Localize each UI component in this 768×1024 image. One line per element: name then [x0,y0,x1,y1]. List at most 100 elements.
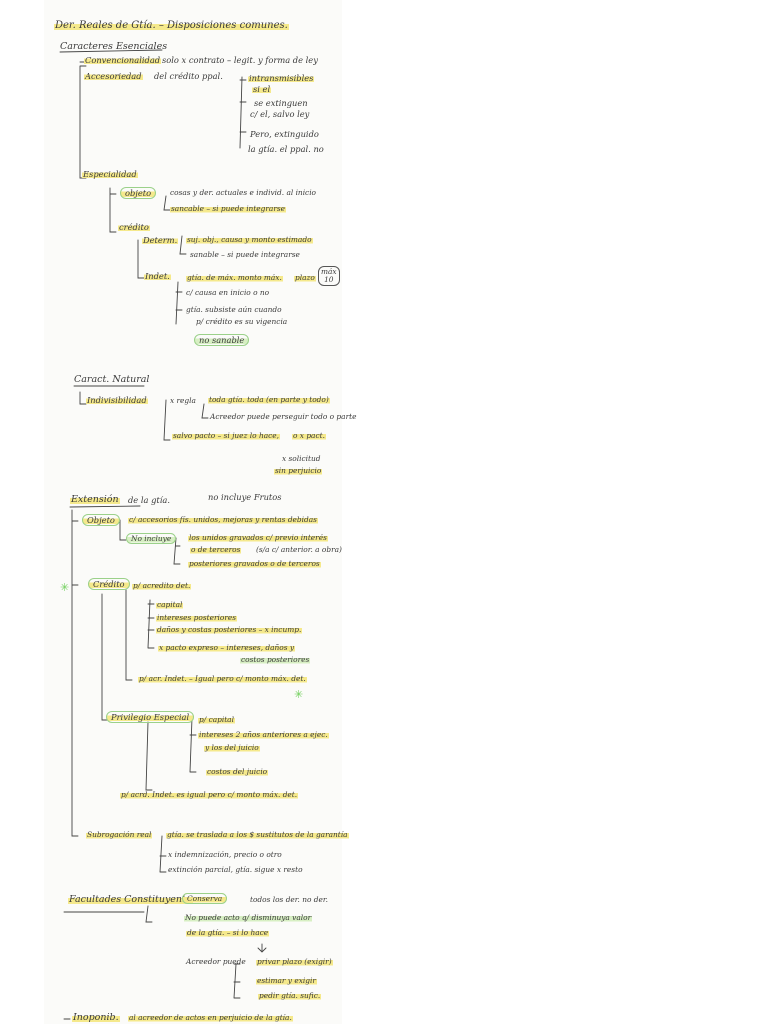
subrog-sub2: extinción parcial, gtía. sigue x resto [168,865,303,874]
privilegio-especial: Privilegio Especial [106,711,195,723]
x-solicitud: x solicitud [282,454,321,463]
no-incluye-paren: (s/a c/ anterior. a obra) [256,545,342,554]
priv-capital: p/ capital [198,715,235,724]
page-title-text: Der. Reales de Gtía. – Disposiciones com… [54,20,289,31]
acreedor-pedir-text: pedir gtía. sufic. [258,991,322,1000]
objeto-sub-text: sancable – si puede integrarse [170,204,287,213]
determ-desc-text: suj. obj., causa y monto estimado [186,235,313,244]
acred-det: p/ acredito det. [132,581,192,590]
extension-heading-tail: de la gtía. [128,495,170,505]
indet-label: Indet. [144,271,171,281]
objeto-desc: cosas y der. actuales e individ. al inic… [170,188,317,197]
priv-intereses: intereses 2 años anteriores a ejec. [198,730,329,739]
caracteres-esenciales-heading: Caracteres Esenciales [60,41,168,52]
subrogacion-real-text: Subrogación real [86,830,153,839]
indet-plazo-text: plazo [294,273,316,282]
indet-desc: gtía. de máx. monto máx. [186,273,283,282]
no-sanable: no sanable [194,334,250,346]
inoponib-desc-text: al acreedor de actos en perjuicio de la … [128,1013,293,1022]
accesoriedad-sub2b: c/ el, salvo ley [250,109,310,119]
accesoriedad-sub1b-text: si el [252,84,272,94]
conserva-desc: todos los der. no der. [250,895,328,904]
determ-text: Determ. [142,235,179,245]
credito-danos-text: daños y costas posteriores – x incump. [156,625,303,634]
determ-label: Determ. [142,235,179,245]
priv-intereses-text: intereses 2 años anteriores a ejec. [198,730,329,739]
facultades-heading-text: Facultades Constituyente [68,894,193,905]
priv-costos-text: costos del juicio [206,767,269,776]
especialidad-label: Especialidad [82,169,138,179]
no-incluye-desc2: o de terceros [190,545,242,554]
plazo-max: máx [321,267,337,276]
no-incluye-sub: posteriores gravados o de terceros [188,559,321,568]
acreedor-estimar: estimar y exigir [256,976,317,985]
no-sanable-text: no sanable [194,334,250,346]
especialidad-credito: crédito [118,222,150,232]
acreedor-puede: Acreedor puede [186,957,246,966]
privilegio-especial-text: Privilegio Especial [106,711,195,723]
sin-perjuicio-text: sin perjuicio [274,466,323,475]
indet-sub1: c/ causa en inicio o no [186,288,270,297]
especialidad-objeto-text: objeto [120,187,157,199]
convencionalidad-text: Convencionalidad [84,55,162,65]
indet-sub2: gtía. subsiste aún cuando [186,305,282,314]
salvo-pacto: salvo pacto – si juez lo hace, [172,431,280,440]
no-puede: No puede acto q/ disminuya valor [184,913,313,922]
convencionalidad-desc: solo x contrato – legit. y forma de ley [162,55,318,65]
extension-heading-text: Extensión [70,494,120,505]
conserva-label: Conserva [182,893,228,904]
accesoriedad-sub3: Pero, extinguido [250,129,319,139]
indet-desc-text: gtía. de máx. monto máx. [186,273,283,282]
priv-indet: p/ acrd. Indet. es igual pero c/ monto m… [120,790,299,799]
accesoriedad-sub3b: la gtía. el ppal. no [248,144,324,154]
indivisibilidad-label: Indivisibilidad [86,395,148,405]
caracter-natural-heading: Caract. Natural [74,374,150,385]
indet-plazo: plazo [294,273,316,282]
accesoriedad-text: Accesoriedad [84,71,143,81]
no-puede-text: No puede acto q/ disminuya valor [184,913,313,922]
plazo-num: 10 [324,275,334,285]
extension-heading: Extensión [70,494,120,505]
indet-text: Indet. [144,271,171,281]
salvo-tail: o x pact. [292,431,326,440]
extension-objeto-text: Objeto [82,514,120,526]
inoponib-desc: al acreedor de actos en perjuicio de la … [128,1013,293,1022]
credito-intereses-text: intereses posteriores [156,613,238,622]
no-incluye-desc-text: los unidos gravados c/ previo interés [188,533,328,542]
no-incluye-text: No incluye [126,533,177,544]
no-incluye-frutos: no incluye Frutos [208,492,282,502]
objeto-sub: sancable – si puede integrarse [170,204,287,213]
conserva-text: Conserva [182,893,228,904]
note-page: Der. Reales de Gtía. – Disposiciones com… [44,0,356,1024]
ink-layer [59,49,267,1020]
regla-sub: Acreedor puede perseguir todo o parte [210,412,357,421]
sin-perjuicio: sin perjuicio [274,466,323,475]
regla-desc-text: toda gtía. toda (en parte y todo) [208,395,330,404]
acreedor-plazo-text: privar plazo (exigir) [256,957,333,966]
subrog-sub1: x indemnización, precio o otro [168,850,282,859]
especialidad-objeto: objeto [120,187,157,199]
extension-objeto-desc: c/ accesorios fís. unidos, mejoras y ren… [128,515,318,524]
determ-desc: suj. obj., causa y monto estimado [186,235,313,244]
accesoriedad-label: Accesoriedad [84,71,143,81]
credito-pacto-text: x pacto expreso – intereses, daños y [158,643,296,652]
subrog-desc-text: gtía. se traslada a los $ sustitutos de … [166,830,349,839]
x-regla: x regla [170,396,196,405]
no-incluye-label: No incluye [126,533,177,544]
subrogacion-real: Subrogación real [86,830,153,839]
extension-objeto: Objeto [82,514,120,526]
acreedor-pedir: pedir gtía. sufic. [258,991,322,1000]
accesoriedad-sub1: intransmisibles [248,73,315,83]
asterisk-mark-icon-2: ✳ [294,688,304,701]
inoponib-heading-text: Inoponib. [72,1012,120,1023]
no-incluye-sub-text: posteriores gravados o de terceros [188,559,321,568]
acred-indet: p/ acr. Indet. – Igual pero c/ monto máx… [138,674,307,683]
extension-objeto-desc-text: c/ accesorios fís. unidos, mejoras y ren… [128,515,318,524]
page-title: Der. Reales de Gtía. – Disposiciones com… [54,20,289,31]
indet-sub2b: p/ crédito es su vigencia [196,317,288,326]
acreedor-estimar-text: estimar y exigir [256,976,317,985]
accesoriedad-sub2: se extinguen [254,98,308,108]
priv-intereses-b: y los del juicio [204,743,260,752]
asterisk-mark-icon: ✳ [60,581,70,594]
acred-indet-text: p/ acr. Indet. – Igual pero c/ monto máx… [138,674,307,683]
